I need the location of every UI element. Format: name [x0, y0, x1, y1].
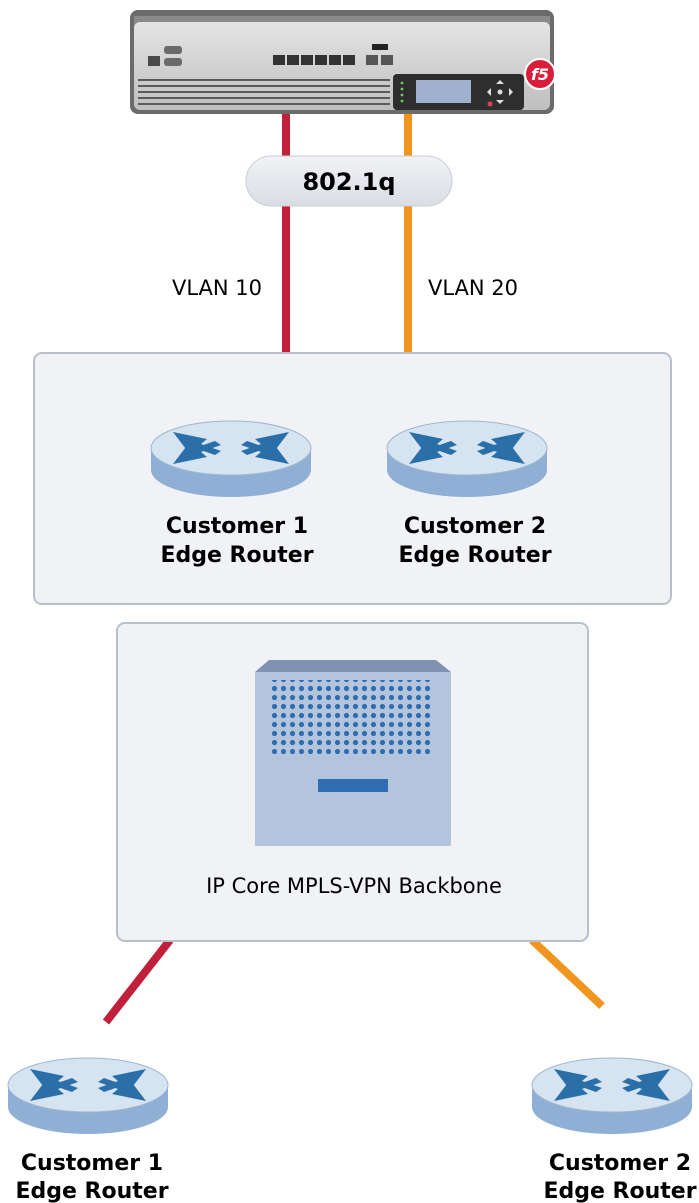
- mpls-switch-icon: [255, 660, 451, 846]
- ethernet-ports: [273, 55, 355, 65]
- pe-router-2-label-line2: Edge Router: [398, 543, 551, 568]
- trunk-label: 802.1q: [302, 168, 395, 196]
- f5-logo-text: f5: [531, 65, 549, 84]
- pe-router-2-label-line1: Customer 2: [404, 514, 546, 539]
- customer-1-label-line1: Customer 1: [21, 1151, 163, 1176]
- provider-edge-panel: [33, 352, 672, 605]
- customer-2-label-line2: Edge Router: [543, 1179, 696, 1203]
- customer-2-label-line1: Customer 2: [549, 1151, 691, 1176]
- customer-2-pe-router-icon: [386, 420, 548, 498]
- customer-1-pe-router-icon: [150, 420, 312, 498]
- vlan-10-label: VLAN 10: [172, 276, 262, 300]
- core-label: IP Core MPLS-VPN Backbone: [206, 874, 502, 898]
- customer-2-router-icon: [531, 1057, 693, 1135]
- customer-1-label-line2: Edge Router: [15, 1179, 168, 1203]
- customer-1-router-icon: [7, 1057, 169, 1135]
- pe-router-1-label-line2: Edge Router: [160, 543, 313, 568]
- f5-logo: f5: [524, 58, 556, 90]
- customer-2-link: [529, 937, 605, 1009]
- pe-router-1-label-line1: Customer 1: [166, 514, 308, 539]
- vlan-20-label: VLAN 20: [428, 276, 518, 300]
- trunk-label-pill: 802.1q: [245, 155, 453, 207]
- f5-appliance: f5: [130, 10, 556, 114]
- customer-1-link: [102, 937, 174, 1025]
